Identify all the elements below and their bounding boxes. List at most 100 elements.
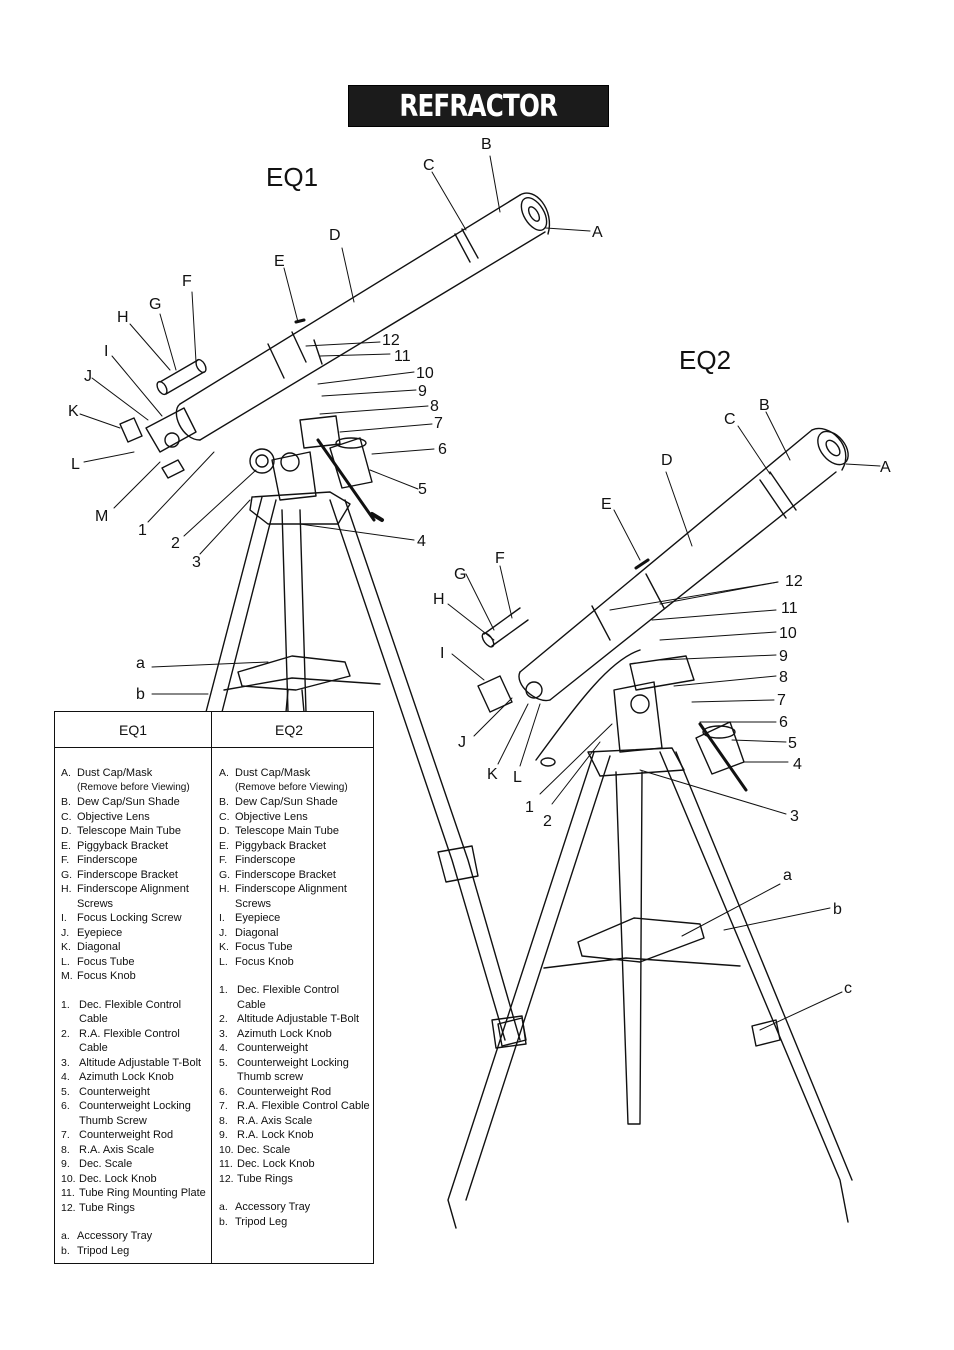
legend-item-continuation: Screws — [77, 897, 114, 910]
legend-item-note: (Remove before Viewing) — [77, 781, 190, 793]
eq1-heading: EQ1 — [266, 162, 319, 192]
legend-item: 8.R.A. Axis Scale — [219, 1114, 373, 1129]
legend-item-text: Counterweight Locking — [79, 1100, 191, 1112]
legend-item-text: Finderscope — [77, 854, 138, 866]
legend-item-text: Dew Cap/Sun Shade — [77, 796, 180, 808]
legend-item-text: Eyepiece — [235, 912, 281, 924]
eq2-label-J: J — [458, 734, 466, 751]
eq2-label-5: 5 — [788, 735, 797, 752]
legend-item: 3.Azimuth Lock Knob — [219, 1027, 373, 1042]
legend-item: A. Dust Cap/Mask — [219, 766, 373, 781]
legend-item-key: E. — [61, 839, 71, 852]
legend-item-text: Azimuth Lock Knob — [79, 1071, 174, 1083]
legend-group-spacer — [219, 1186, 373, 1200]
legend-item-text: Dec. Lock Knob — [79, 1172, 157, 1185]
legend-item-text: Dust Cap/Mask — [235, 767, 311, 779]
legend-item-note: (Remove before Viewing) — [235, 781, 348, 793]
legend-item-text: Telescope Main Tube — [77, 825, 181, 837]
legend-item: D.Telescope Main Tube — [61, 824, 209, 839]
legend-item-text: Focus Tube — [77, 955, 135, 968]
legend-item-text: Altitude Adjustable T-Bolt — [237, 1013, 360, 1025]
legend-item-text: Azimuth Lock Knob — [237, 1027, 332, 1040]
eq1-label-M: M — [95, 508, 108, 525]
eq1-label-K: K — [68, 403, 79, 420]
legend-item: L.Focus Tube — [61, 955, 209, 970]
legend-item-text: Counterweight Rod — [237, 1085, 332, 1098]
legend-item: D.Telescope Main Tube — [219, 824, 373, 839]
eq2-label-b: b — [833, 901, 842, 918]
eq1-label-C: C — [423, 157, 435, 174]
legend-item: B.Dew Cap/Sun Shade — [219, 795, 373, 810]
legend-item: G.Finderscope Bracket — [61, 868, 209, 883]
legend-item-text: Focus Locking Screw — [77, 912, 182, 924]
legend-item: F.Finderscope — [219, 853, 373, 868]
eq1-label-H: H — [117, 309, 129, 326]
legend-item: 1.Dec. Flexible Control — [61, 998, 209, 1013]
legend-item: 9.Dec. Scale — [61, 1157, 209, 1172]
legend-header-divider — [55, 747, 373, 748]
legend-item: 4.Azimuth Lock Knob — [61, 1070, 209, 1085]
eq1-label-A: A — [592, 224, 603, 241]
legend-item-text: Eyepiece — [77, 926, 123, 939]
legend-item-text: Tube Rings — [237, 1172, 293, 1185]
legend-item: 11.Tube Ring Mounting Plate — [61, 1186, 209, 1201]
eq2-label-F: F — [495, 550, 505, 567]
legend-item-key: 10. — [61, 1172, 76, 1185]
eq2-label-11: 11 — [781, 600, 798, 617]
legend-item: C.Objective Lens — [219, 810, 373, 825]
legend-item: 3.Altitude Adjustable T-Bolt — [61, 1056, 209, 1071]
legend-eq2-list: A. Dust Cap/Mask (Remove before Viewing) B.… — [219, 766, 373, 1229]
legend-item-text: Dec. Lock Knob — [237, 1158, 315, 1170]
legend-item-text: Finderscope Alignment — [77, 883, 189, 895]
legend-item-text: Piggyback Bracket — [235, 839, 327, 852]
legend-item-text: R.A. Lock Knob — [237, 1129, 314, 1141]
legend-group-spacer — [61, 984, 209, 998]
legend-item-key: 6. — [219, 1085, 228, 1098]
legend-item-continuation: Cable — [79, 1013, 108, 1025]
legend-item-text: Counterweight — [79, 1085, 150, 1098]
legend-item-text: Dec. Scale — [237, 1143, 291, 1156]
legend-item-key: 8. — [219, 1114, 228, 1127]
legend-item-key: 8. — [61, 1143, 70, 1156]
legend-item-text: Altitude Adjustable T-Bolt — [79, 1056, 202, 1069]
legend-item-text: Focus Knob — [235, 955, 294, 968]
legend-eq2-heading: EQ2 — [274, 722, 303, 738]
legend-item: J.Eyepiece — [61, 926, 209, 941]
eq2-label-2: 2 — [543, 813, 552, 830]
eq2-label-A: A — [880, 459, 891, 476]
legend-item-text: Counterweight — [237, 1042, 308, 1054]
legend-item: K.Diagonal — [61, 940, 209, 955]
legend-item: J.Diagonal — [219, 926, 373, 941]
legend-item-key: a. — [219, 1201, 228, 1213]
eq1-telescope-drawing — [119, 192, 551, 1049]
legend-item-text: Diagonal — [235, 926, 279, 939]
legend-item-key: E. — [219, 839, 229, 852]
eq2-label-D: D — [661, 452, 673, 469]
eq2-label-K: K — [487, 766, 498, 783]
legend-item-text: R.A. Flexible Control Cable — [237, 1100, 370, 1112]
legend-item-text: Focus Knob — [77, 970, 136, 982]
legend-eq1-heading: EQ1 — [118, 722, 147, 738]
legend-item: G.Finderscope Bracket — [219, 868, 373, 883]
page-title: REFRACTOR — [399, 88, 559, 124]
legend-item: L.Focus Knob — [219, 955, 373, 970]
legend-item-key: B. — [219, 796, 229, 808]
eq2-label-H: H — [433, 591, 445, 608]
legend-item-text: R.A. Flexible Control — [79, 1027, 180, 1040]
legend-item-key: A. — [219, 767, 229, 779]
legend-item-continuation: Thumb Screw — [79, 1114, 147, 1127]
eq1-label-a: a — [136, 655, 145, 672]
eq2-label-10: 10 — [779, 625, 797, 642]
legend-group-spacer — [61, 1215, 209, 1229]
legend-item-text: Counterweight Rod — [79, 1129, 174, 1141]
eq2-label-3: 3 — [790, 808, 799, 825]
eq2-label-I: I — [440, 645, 444, 662]
legend-item: E. Piggyback Bracket — [219, 839, 373, 854]
eq1-label-8: 8 — [430, 398, 439, 415]
legend-item-key: a. — [61, 1230, 70, 1242]
eq2-callout-lines — [447, 411, 881, 1031]
legend-item-key: 5. — [61, 1085, 70, 1098]
legend-item-key: 11. — [61, 1187, 75, 1199]
legend-item-text: Accessory Tray — [77, 1230, 153, 1242]
